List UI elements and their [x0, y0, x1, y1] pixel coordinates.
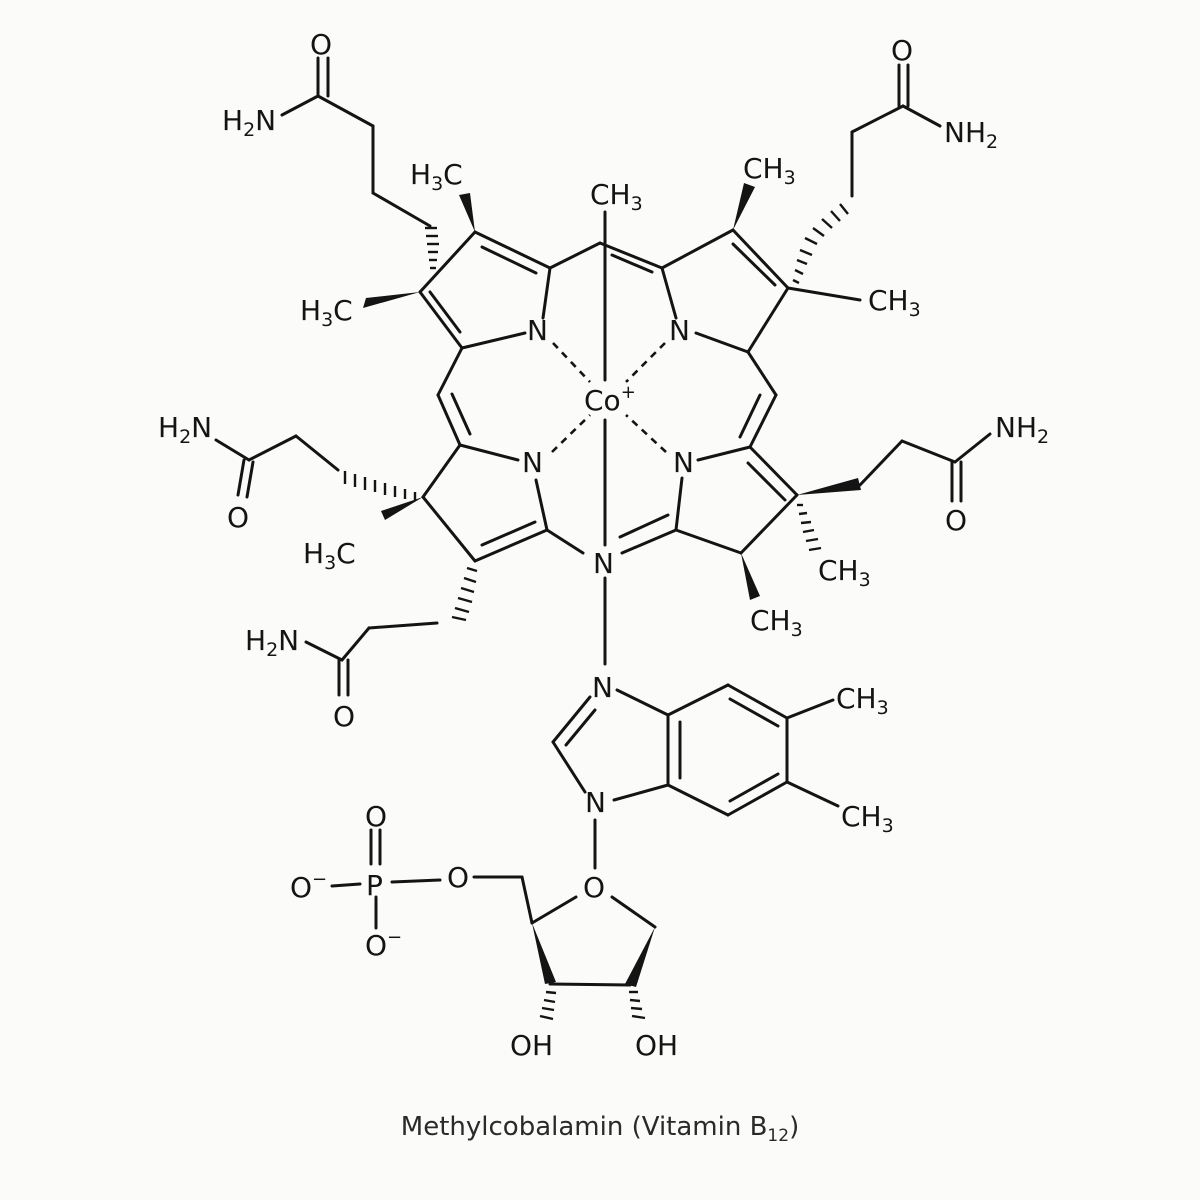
label-n-a: N: [527, 314, 548, 347]
label-ch3-bz2: CH3: [841, 800, 894, 837]
benzimidazole: [551, 683, 840, 870]
label-o-1: O: [310, 28, 332, 61]
label-h2n-3: H2N: [245, 624, 299, 661]
label-o-p-double: O: [365, 800, 387, 833]
label-o-minus-1: O−: [290, 869, 327, 904]
label-n-c: N: [673, 446, 694, 479]
label-ch3-b1: CH3: [743, 152, 796, 189]
substituents: [214, 56, 992, 697]
label-h3c-2: H3C: [300, 294, 353, 331]
ribose-phosphate: [330, 828, 657, 1021]
label-h3c-3: H3C: [303, 537, 356, 574]
label-o-minus-2: O−: [365, 927, 402, 962]
label-n-bzim-1: N: [592, 671, 613, 704]
label-h2n-1: H2N: [222, 104, 276, 141]
label-o-3: O: [945, 504, 967, 537]
label-n-bridge: N: [593, 547, 614, 580]
label-n-d: N: [522, 446, 543, 479]
corrin-ring: [418, 210, 799, 666]
figure-caption: Methylcobalamin (Vitamin B12): [400, 1112, 800, 1147]
label-nh2-1: NH2: [944, 116, 998, 153]
label-p: P: [366, 869, 383, 902]
label-n-b: N: [669, 314, 690, 347]
label-nh2-2: NH2: [995, 411, 1049, 448]
label-o-2: O: [891, 34, 913, 67]
label-n-bzim-2: N: [585, 786, 606, 819]
label-h2n-2: H2N: [158, 411, 212, 448]
label-o-ester: O: [447, 861, 469, 894]
label-axial-ch3: CH3: [590, 178, 643, 215]
label-o-ribose: O: [583, 871, 605, 904]
label-ch3-c2: CH3: [750, 604, 803, 641]
label-ch3-c1: CH3: [818, 554, 871, 591]
label-h3c-1: H3C: [410, 158, 463, 195]
label-oh-1: OH: [510, 1029, 553, 1062]
label-cobalt: Co+: [584, 382, 636, 417]
label-ch3-bz1: CH3: [836, 682, 889, 719]
label-oh-2: OH: [635, 1029, 678, 1062]
atom-labels: CH3 Co+ N N N N N O H2N H3C H3C O NH2 CH…: [158, 28, 1049, 1062]
label-ch3-b2: CH3: [868, 284, 921, 321]
label-o-4: O: [227, 501, 249, 534]
label-o-5: O: [333, 700, 355, 733]
